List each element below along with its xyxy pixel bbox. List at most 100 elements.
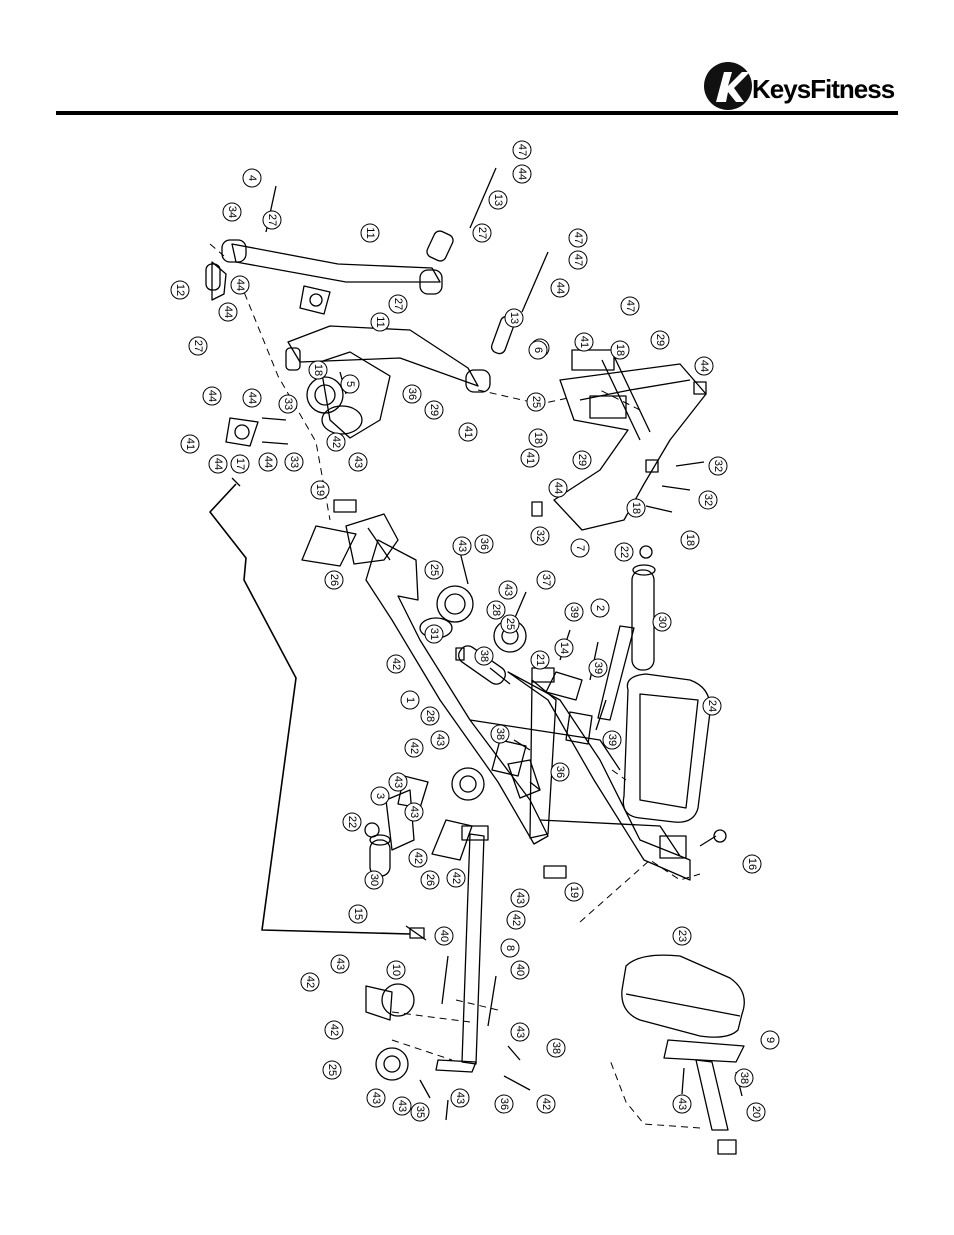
callout-37: 37 — [536, 570, 556, 590]
callout-label: 43 — [454, 1092, 466, 1104]
callout-40: 40 — [510, 960, 530, 980]
callout-label: 7 — [574, 545, 586, 551]
callout-42: 42 — [404, 738, 424, 758]
callout-33: 33 — [278, 394, 298, 414]
callout-label: 44 — [262, 456, 274, 468]
callout-42: 42 — [300, 972, 320, 992]
callout-label: 42 — [390, 658, 402, 670]
callout-47: 47 — [620, 296, 640, 316]
part-hardware — [205, 167, 743, 1121]
part-pivot-brackets — [225, 285, 331, 447]
callout-26: 26 — [324, 570, 344, 590]
callout-label: 47 — [624, 300, 636, 312]
callout-label: 38 — [478, 650, 490, 662]
callout-label: 33 — [282, 398, 294, 410]
callout-25: 25 — [500, 614, 520, 634]
callout-19: 19 — [564, 882, 584, 902]
callout-label: 27 — [266, 214, 278, 226]
callout-27: 27 — [262, 210, 282, 230]
callout-38: 38 — [546, 1038, 566, 1058]
callout-label: 27 — [392, 298, 404, 310]
callout-24: 24 — [702, 696, 722, 716]
callout-14: 14 — [554, 638, 574, 658]
part-arm-upper — [211, 239, 443, 301]
callout-44: 44 — [512, 164, 532, 184]
callout-label: 36 — [554, 766, 566, 778]
callout-43: 43 — [510, 1022, 530, 1042]
callout-label: 42 — [412, 852, 424, 864]
callout-label: 39 — [592, 662, 604, 674]
callout-16: 16 — [742, 854, 762, 874]
callout-label: 24 — [706, 700, 718, 712]
callout-label: 43 — [352, 456, 364, 468]
assembly-guide-lines — [209, 243, 701, 1129]
callout-44: 44 — [550, 278, 570, 298]
callout-36: 36 — [550, 762, 570, 782]
callout-label: 38 — [494, 728, 506, 740]
callout-label: 29 — [654, 334, 666, 346]
callout-42: 42 — [408, 848, 428, 868]
callout-label: 19 — [568, 886, 580, 898]
callout-label: 40 — [514, 964, 526, 976]
callout-label: 9 — [764, 1037, 776, 1043]
part-cable — [209, 477, 427, 941]
callout-3: 3 — [370, 786, 390, 806]
callout-label: 42 — [408, 742, 420, 754]
callout-17: 17 — [230, 454, 250, 474]
callout-23: 23 — [672, 926, 692, 946]
callout-label: 44 — [552, 482, 564, 494]
callout-4: 4 — [242, 168, 262, 188]
callout-34: 34 — [222, 202, 242, 222]
callout-label: 47 — [572, 254, 584, 266]
callout-11: 11 — [360, 223, 380, 243]
callout-label: 33 — [288, 456, 300, 468]
callout-label: 28 — [424, 710, 436, 722]
callout-label: 14 — [558, 642, 570, 654]
callout-18: 18 — [626, 498, 646, 518]
callout-label: 17 — [234, 458, 246, 470]
callout-label: 40 — [438, 930, 450, 942]
callout-label: 42 — [540, 1098, 552, 1110]
callout-44: 44 — [694, 356, 714, 376]
callout-label: 32 — [712, 460, 724, 472]
callout-label: 36 — [406, 388, 418, 400]
callout-18: 18 — [528, 428, 548, 448]
part-seat-post — [435, 825, 489, 1073]
callout-label: 43 — [514, 1026, 526, 1038]
callout-6: 6 — [528, 340, 548, 360]
callout-label: 44 — [206, 390, 218, 402]
callout-label: 34 — [226, 206, 238, 218]
callout-label: 44 — [234, 279, 246, 291]
callout-label: 21 — [534, 654, 546, 666]
callout-27: 27 — [388, 294, 408, 314]
callout-label: 20 — [750, 1106, 762, 1118]
callout-label: 27 — [192, 340, 204, 352]
callout-label: 44 — [516, 168, 528, 180]
callout-label: 29 — [428, 404, 440, 416]
callout-label: 25 — [428, 564, 440, 576]
callout-35: 35 — [410, 1102, 430, 1122]
brand-name: KeysFitness — [752, 74, 895, 104]
callout-label: 18 — [630, 502, 642, 514]
callout-label: 41 — [462, 426, 474, 438]
callout-26: 26 — [420, 870, 440, 890]
callout-31: 31 — [424, 624, 444, 644]
callout-label: 25 — [504, 618, 516, 630]
callout-20: 20 — [746, 1102, 766, 1122]
callout-36: 36 — [402, 384, 422, 404]
part-upright-posts — [369, 564, 656, 877]
callout-8: 8 — [500, 938, 520, 958]
callout-21: 21 — [530, 650, 550, 670]
callout-42: 42 — [536, 1094, 556, 1114]
callout-43: 43 — [450, 1088, 470, 1108]
callout-28: 28 — [420, 706, 440, 726]
callout-label: 43 — [408, 806, 420, 818]
callout-18: 18 — [610, 340, 630, 360]
callout-43: 43 — [348, 452, 368, 472]
callout-label: 23 — [676, 930, 688, 942]
callout-label: 47 — [516, 144, 528, 156]
callout-29: 29 — [650, 330, 670, 350]
callout-39: 39 — [588, 658, 608, 678]
part-callouts: 4744132711434274412442747474413271127474… — [170, 140, 780, 1122]
callout-label: 37 — [540, 574, 552, 586]
